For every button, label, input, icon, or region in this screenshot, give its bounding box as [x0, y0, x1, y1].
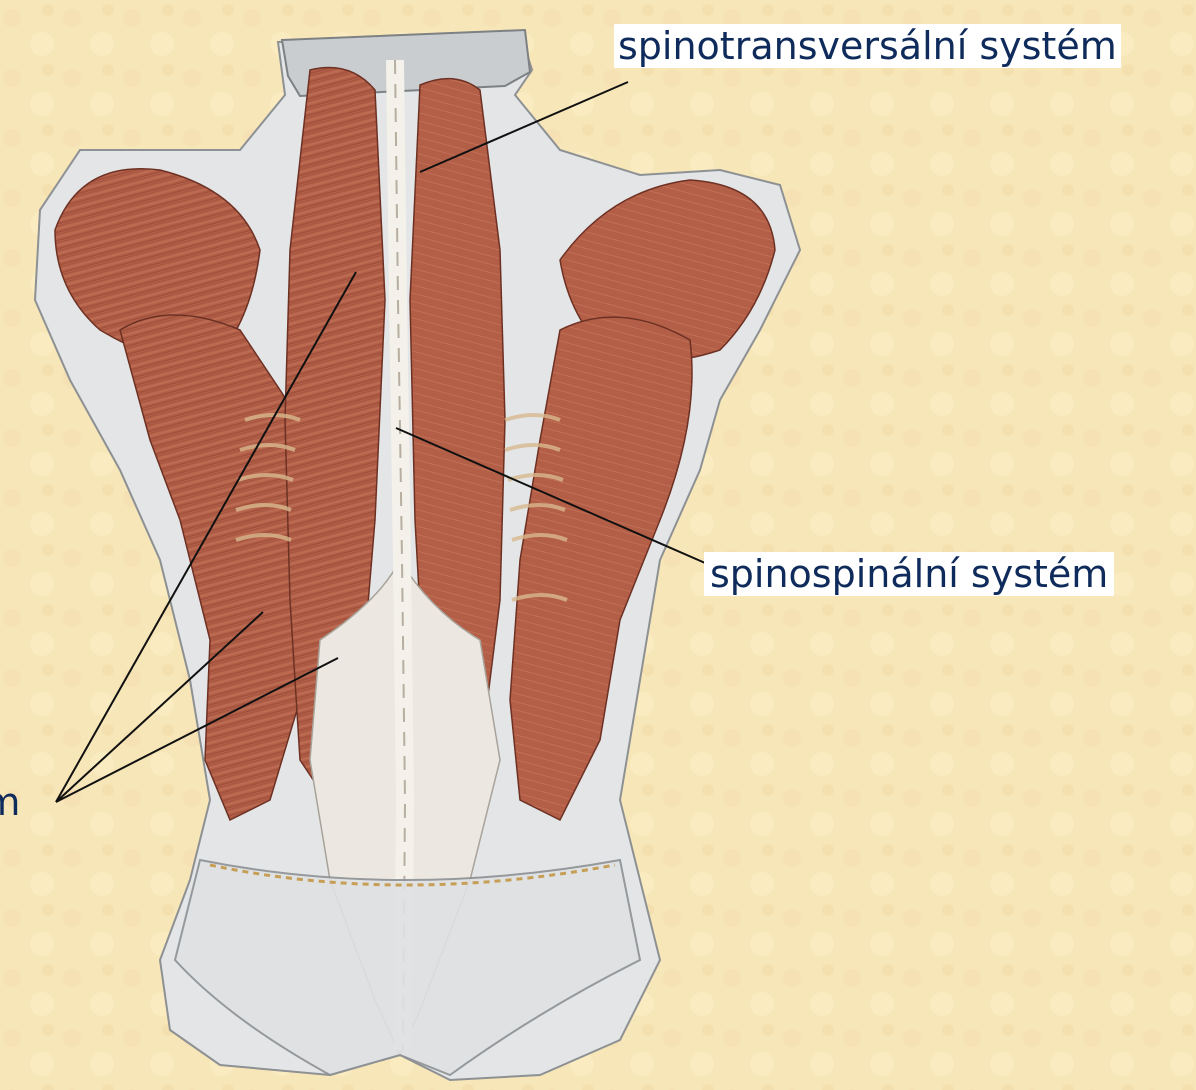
label-left-partial: ém — [0, 780, 20, 824]
label-spinotransversal: spinotransversální systém — [614, 24, 1121, 68]
label-spinospinal: spinospinální systém — [704, 552, 1114, 596]
